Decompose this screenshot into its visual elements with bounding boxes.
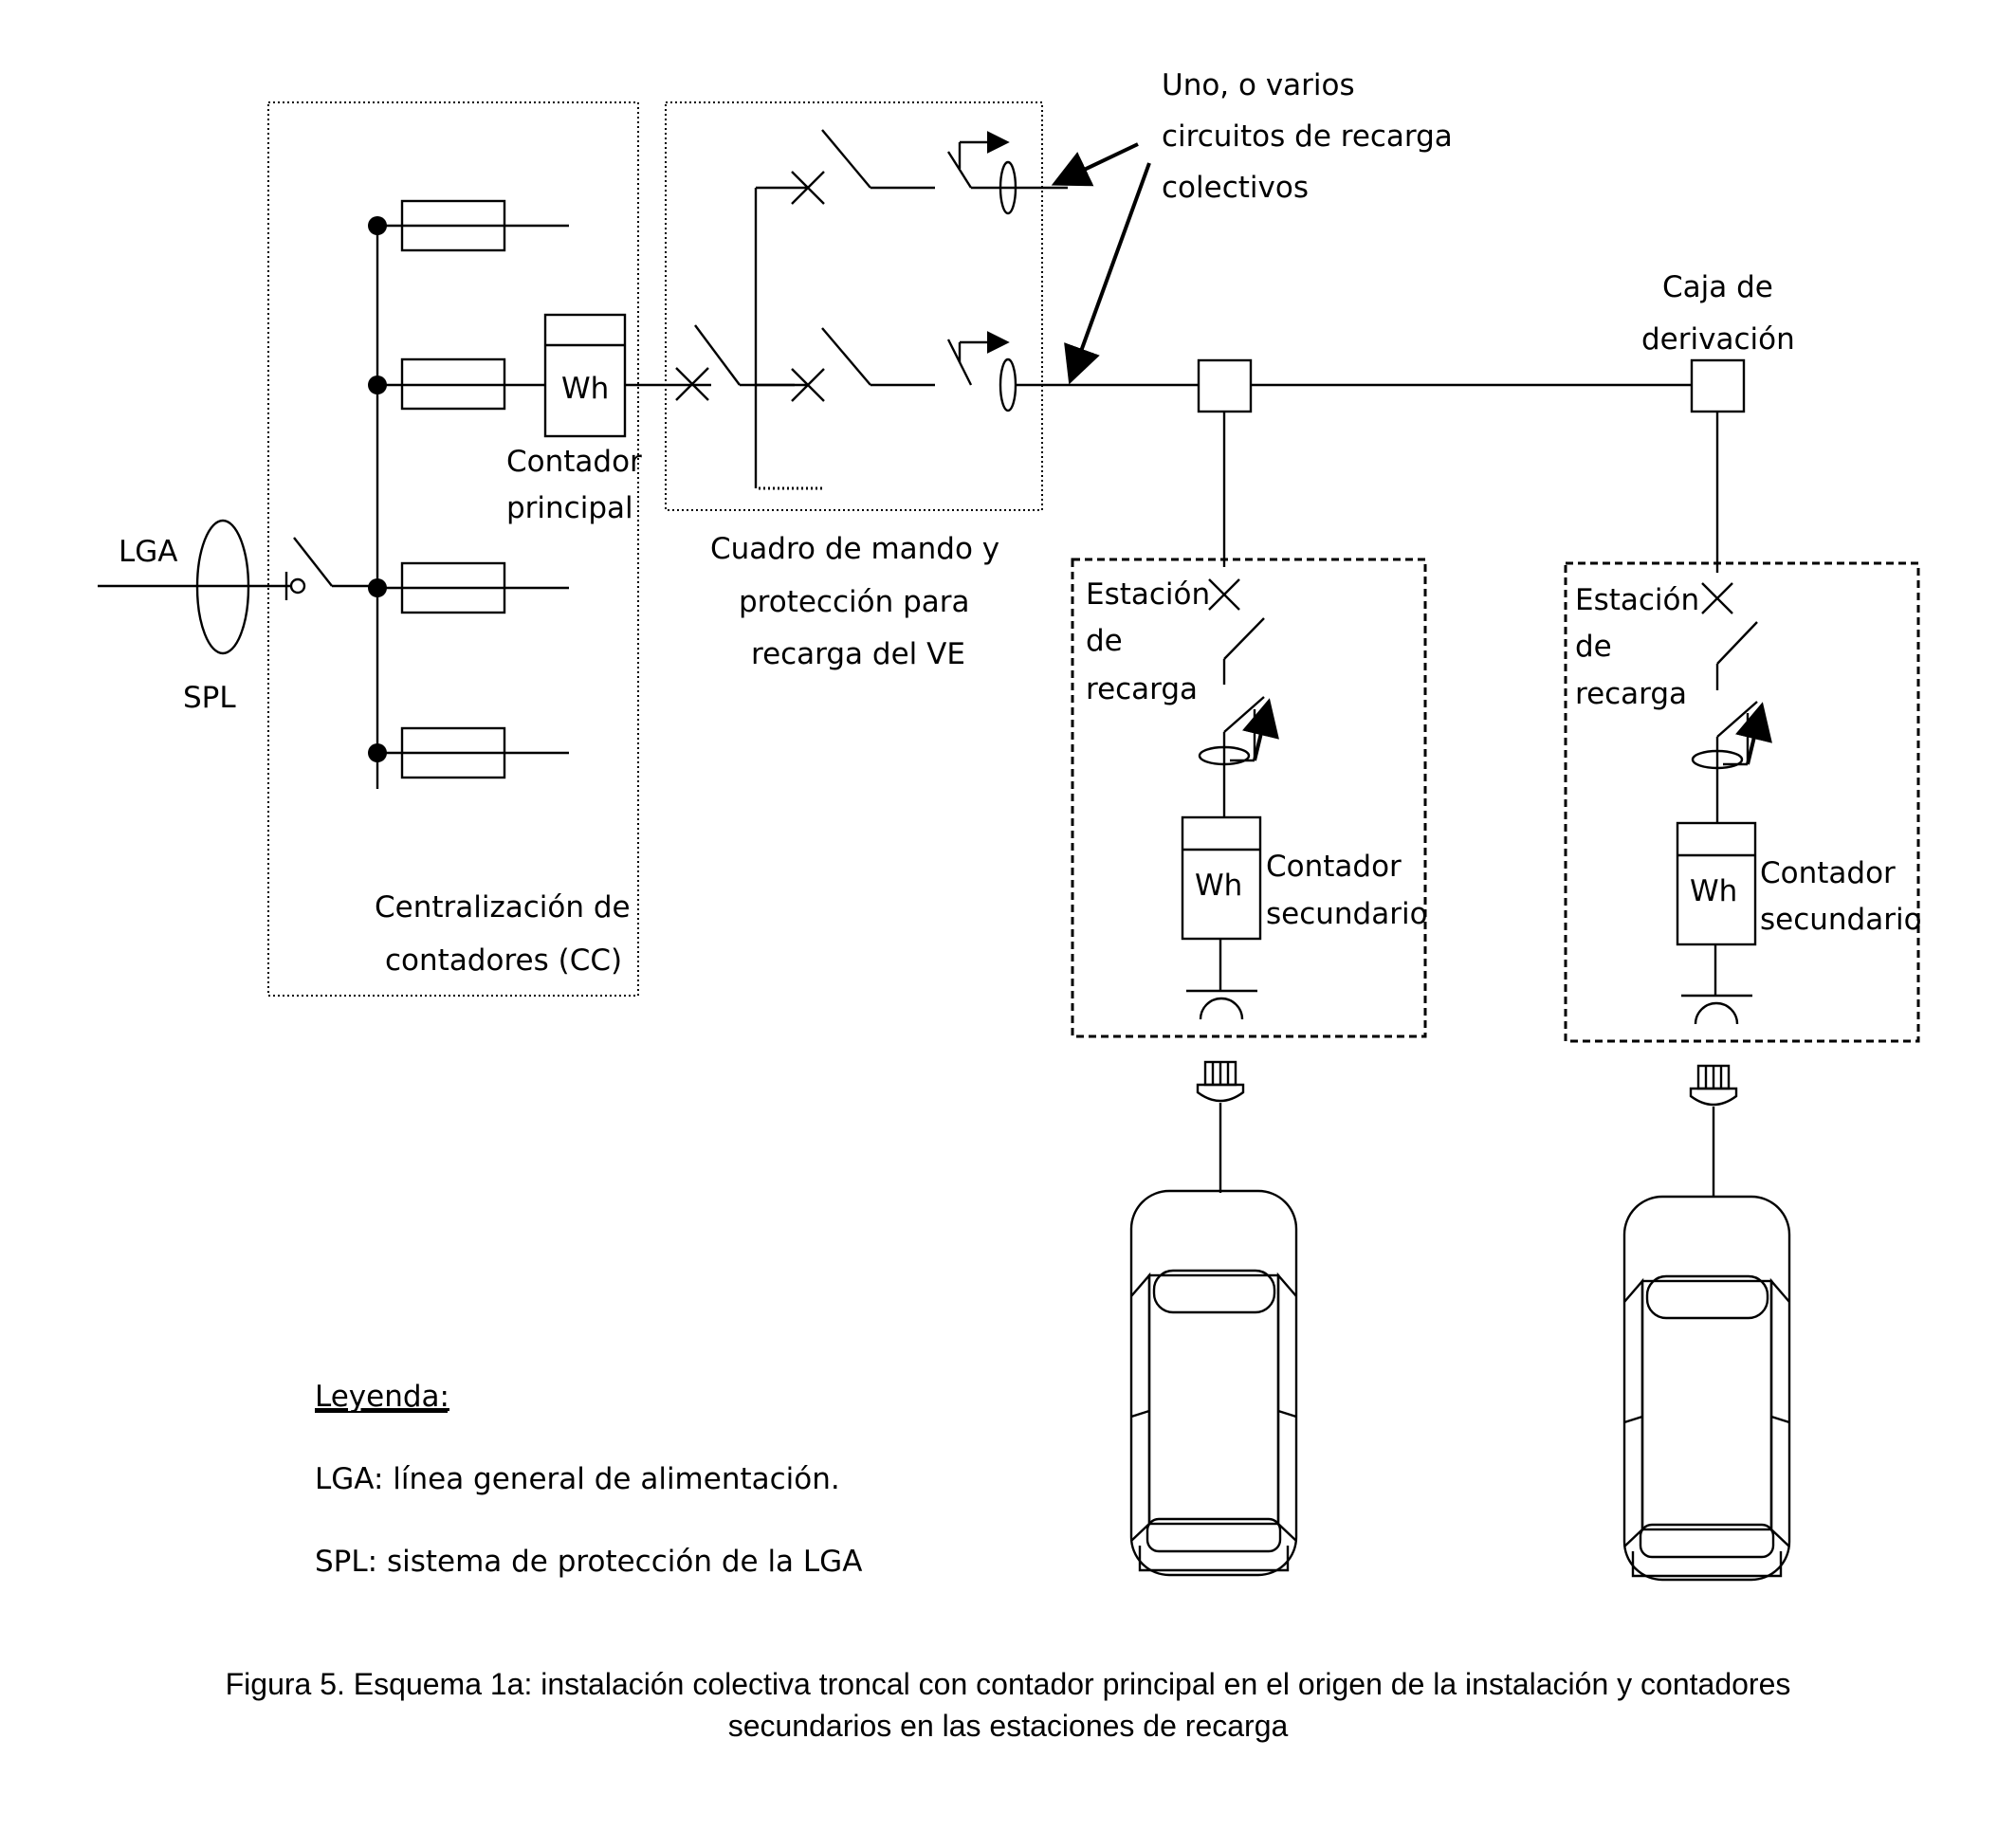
charging-plug-2-icon	[1689, 1064, 1738, 1198]
caja-derivacion-label-2: derivación	[1641, 322, 1795, 357]
spl-ellipse	[195, 519, 250, 655]
cuadro-mando-box	[665, 101, 1043, 511]
spl-label: SPL	[183, 681, 236, 715]
figure-caption-line-2: secundarios en las estaciones de recarga	[728, 1709, 1289, 1743]
main-meter	[543, 313, 711, 438]
trunk-line	[1016, 358, 1746, 573]
charging-station-1-circuit	[1181, 578, 1279, 1020]
lga-label: LGA	[119, 535, 178, 569]
legend-spl: SPL: sistema de protección de la LGA	[315, 1545, 862, 1579]
charging-station-2-circuit	[1676, 582, 1772, 1025]
centralizacion-label-2: contadores (CC)	[385, 943, 622, 978]
derivation-box-1	[1197, 358, 1253, 413]
contador-principal-label-2: principal	[506, 491, 633, 525]
contador-secundario-2-label-1: Contador	[1760, 856, 1896, 890]
electric-vehicle-1-icon	[1129, 1189, 1298, 1577]
contador-secundario-1-label-1: Contador	[1266, 850, 1402, 884]
contador-principal-label-1: Contador	[506, 445, 642, 479]
estacion-1-label-2: de	[1086, 624, 1123, 658]
main-meter-wh: Wh	[561, 372, 609, 406]
uno-varios-label-3: colectivos	[1162, 171, 1309, 205]
lga-incoming-line	[98, 519, 377, 655]
charging-plug-1-icon	[1196, 1060, 1245, 1193]
estacion-2-label-1: Estación	[1575, 583, 1699, 617]
contador-secundario-1-label-2: secundario	[1266, 897, 1428, 931]
uno-varios-label-2: circuitos de recarga	[1162, 119, 1453, 154]
estacion-2-label-2: de	[1575, 630, 1612, 664]
estacion-1-label-3: recarga	[1086, 672, 1198, 706]
annotation-arrows	[1051, 142, 1151, 385]
estacion-1-label-1: Estación	[1086, 577, 1210, 612]
figure-caption-line-1: Figura 5. Esquema 1a: instalación colect…	[226, 1667, 1791, 1701]
station-2-meter-wh: Wh	[1690, 874, 1737, 908]
electric-vehicle-2-icon	[1622, 1195, 1791, 1582]
legend-title: Leyenda:	[315, 1380, 449, 1414]
cuadro-label-2: protección para	[739, 585, 970, 619]
derivation-box-2	[1690, 358, 1746, 413]
cuadro-mando-circuits	[694, 129, 1068, 490]
centralizacion-label-1: Centralización de	[375, 890, 631, 925]
estacion-2-label-3: recarga	[1575, 677, 1687, 711]
cuadro-label-1: Cuadro de mando y	[710, 532, 999, 566]
charging-station-1-box	[1071, 558, 1427, 1038]
legend-lga: LGA: línea general de alimentación.	[315, 1462, 840, 1496]
centralizacion-box	[267, 101, 639, 997]
cuadro-label-3: recarga del VE	[751, 637, 965, 671]
charging-station-2-box	[1564, 561, 1920, 1043]
caja-derivacion-label-1: Caja de	[1662, 270, 1773, 304]
uno-varios-label-1: Uno, o varios	[1162, 68, 1355, 102]
station-1-meter-wh: Wh	[1195, 869, 1242, 903]
contador-secundario-2-label-2: secundario	[1760, 903, 1922, 937]
meter-busbar	[368, 199, 569, 789]
